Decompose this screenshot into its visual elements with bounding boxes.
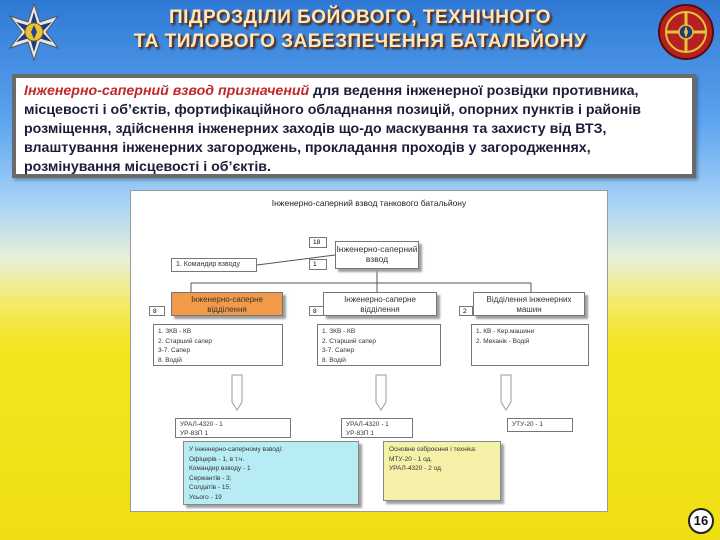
unit-1-staff-list: 1. ЗКВ - КВ 2. Старший сапер 3-7. Сапер … <box>153 324 283 366</box>
unit-1-equipment: УРАЛ-4320 - 1 УР-83П 1 <box>175 418 291 438</box>
description-box: Інженерно-саперний взвод призначений для… <box>12 74 696 178</box>
unit-3-box: Відділення інженерних машин <box>473 292 585 316</box>
unit-3-equipment: УТУ-20 - 1 <box>507 418 573 432</box>
title-line-1: ПІДРОЗДІЛИ БОЙОВОГО, ТЕХНІЧНОГО <box>168 7 551 28</box>
unit-3-staff-list: 1. КВ - Кер.машини 2. Механік - Водій <box>471 324 589 366</box>
description-text: для ведення інженерної розвідки противни… <box>24 83 642 175</box>
chart-title: Інженерно-саперний взвод танкового батал… <box>271 198 467 208</box>
org-chart-connectors <box>190 254 532 411</box>
unit-3-count: 2 <box>459 306 473 316</box>
page-title: ПІДРОЗДІЛИ БОЙОВОГО, ТЕХНІЧНОГО ТА ТИЛОВ… <box>70 6 650 54</box>
description-emphasis: Інженерно-саперний взвод призначений <box>24 83 310 99</box>
title-line-2: ТА ТИЛОВОГО ЗАБЕЗПЕЧЕННЯ БАТАЛЬЙОНУ <box>133 31 587 52</box>
unit-2-box: Інженерно-саперне відділення <box>323 292 437 316</box>
commander-box: 1. Командир взводу <box>171 258 257 272</box>
unit-2-staff-list: 1. ЗКВ - КВ 2. Старший сапер 3-7. Сапер … <box>317 324 441 366</box>
unit-1-count: 8 <box>149 306 165 316</box>
unit-1-box: Інженерно-саперне відділення <box>171 292 283 316</box>
unit-2-equipment: УРАЛ-4320 - 1 УР-83П 1 <box>341 418 413 438</box>
weapons-summary-box: Основне озброєння і техніка: МТУ-20 - 1 … <box>383 441 501 501</box>
org-chart: Інженерно-саперний взвод танкового батал… <box>130 190 608 512</box>
hq-command-count: 1 <box>309 259 327 270</box>
engineering-troops-emblem <box>656 2 716 62</box>
hq-personnel-count: 18 <box>309 237 327 248</box>
ground-forces-emblem <box>4 2 64 62</box>
page-number: 16 <box>688 508 714 534</box>
platoon-hq-box: Інженерно-саперний взвод <box>335 241 419 269</box>
personnel-summary-box: У інженерно-саперному взводі: Офіцерів -… <box>183 441 359 505</box>
